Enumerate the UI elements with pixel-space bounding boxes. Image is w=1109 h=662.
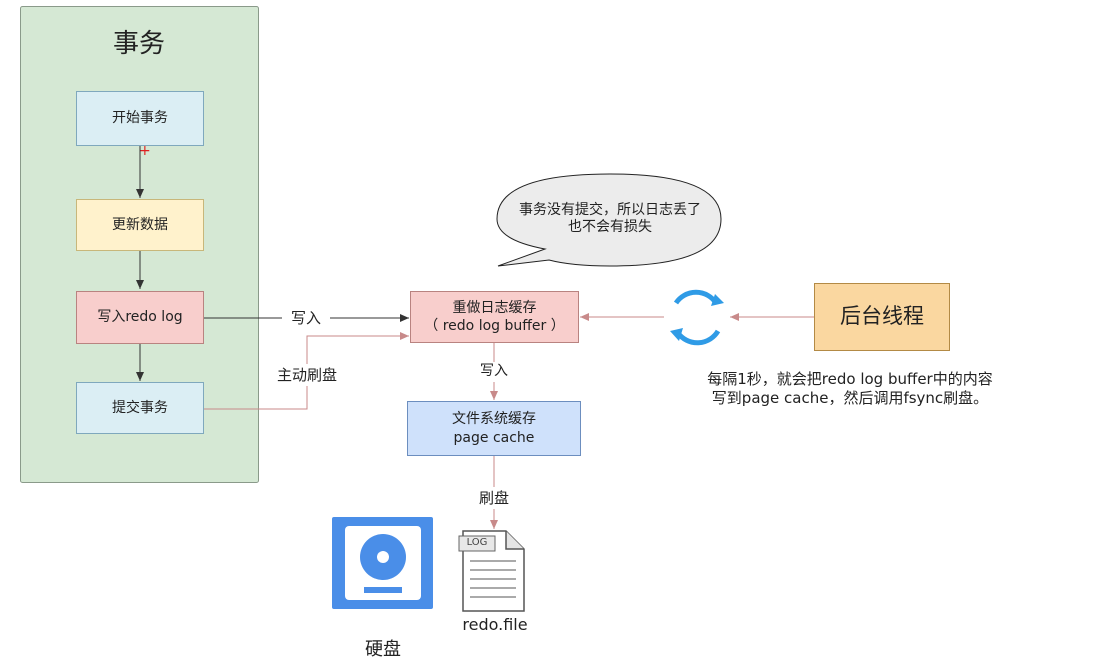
- cursor-plus-mark: +: [139, 143, 151, 159]
- note-line-1: 每隔1秒，就会把redo log buffer中的内容: [707, 370, 993, 389]
- step-commit-label: 提交事务: [112, 399, 168, 416]
- edge-label-write: 写入: [282, 308, 330, 328]
- step-commit-transaction: 提交事务: [76, 382, 204, 434]
- log-file-badge: LOG: [466, 537, 488, 549]
- callout-text: 事务没有提交，所以日志丢了 也不会有损失: [500, 196, 720, 242]
- redo-log-buffer-node: 重做日志缓存 （ redo log buffer ）: [410, 291, 579, 343]
- sync-icon: [670, 289, 724, 346]
- background-thread-node: 后台线程: [814, 283, 950, 351]
- edge-label-active-flush: 主动刷盘: [268, 364, 346, 386]
- thread-label: 后台线程: [840, 304, 924, 329]
- callout-bubble: [496, 173, 722, 267]
- page-cache-subtitle: page cache: [453, 429, 535, 446]
- background-thread-note: 每隔1秒，就会把redo log buffer中的内容 写到page cache…: [660, 367, 1040, 411]
- page-cache-title: 文件系统缓存: [452, 411, 536, 428]
- callout-line-2: 也不会有损失: [568, 219, 652, 235]
- step-write-redo-log: 写入redo log: [76, 291, 204, 344]
- disk-label: 硬盘: [365, 638, 401, 660]
- note-line-2: 写到page cache，然后调用fsync刷盘。: [711, 389, 989, 407]
- buffer-subtitle: （ redo log buffer ）: [424, 318, 565, 334]
- step-start-label: 开始事务: [112, 110, 168, 127]
- hard-disk-icon: [332, 517, 433, 609]
- edge-label-buffer-to-cache: 写入: [474, 362, 514, 382]
- callout-line-1: 事务没有提交，所以日志丢了: [519, 201, 701, 218]
- page-cache-node: 文件系统缓存 page cache: [407, 401, 581, 456]
- file-label: redo.file: [462, 615, 528, 634]
- edge-label-flush: 刷盘: [474, 487, 514, 509]
- step-start-transaction: 开始事务: [76, 91, 204, 146]
- step-update-data: 更新数据: [76, 199, 204, 251]
- step-update-label: 更新数据: [112, 216, 168, 233]
- panel-title: 事务: [112, 28, 165, 59]
- buffer-title: 重做日志缓存: [452, 299, 537, 316]
- log-file-icon: [458, 530, 525, 612]
- step-write-label: 写入redo log: [97, 309, 183, 326]
